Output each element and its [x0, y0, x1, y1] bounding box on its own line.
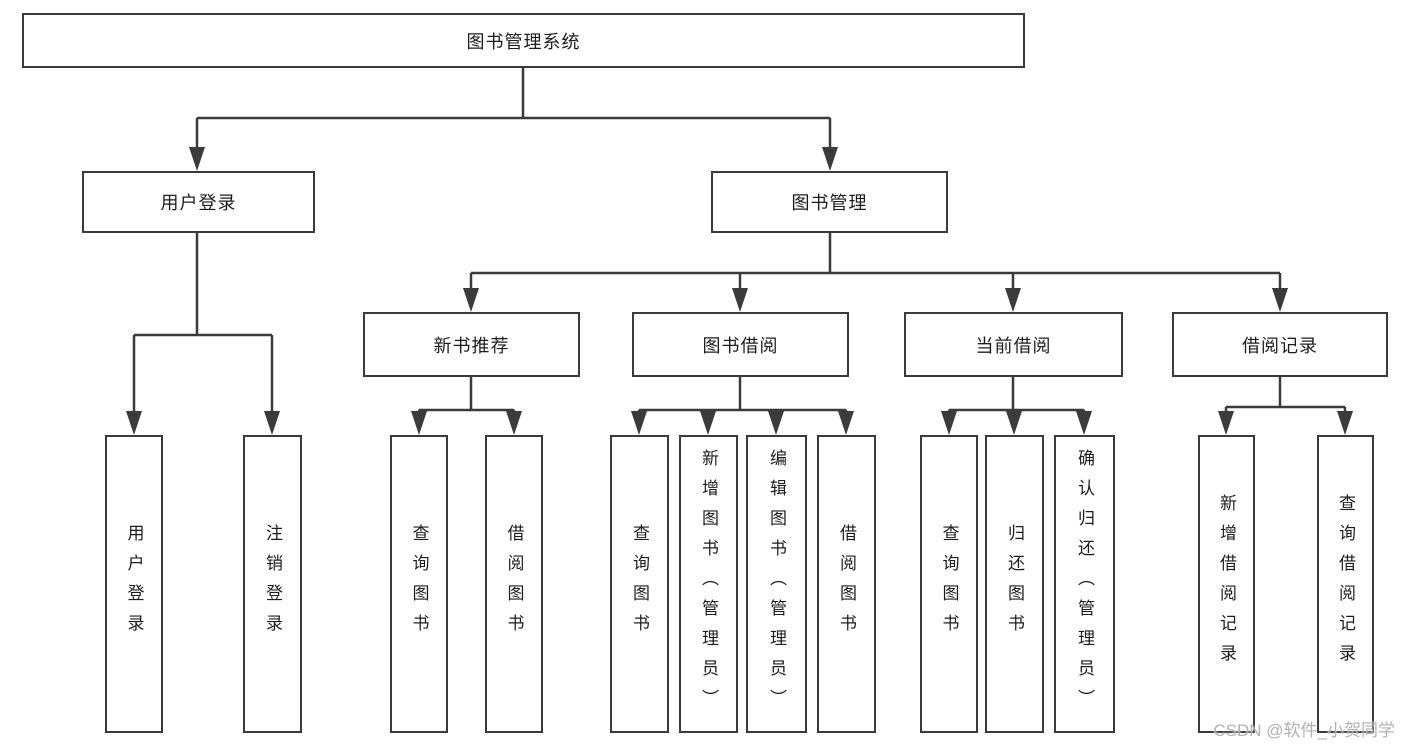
connector-mgmt-to-level3	[469, 233, 1282, 291]
node-leaf-query-books-current: 查询图书	[920, 435, 978, 733]
node-book-management: 图书管理	[711, 171, 948, 233]
node-leaf-edit-books-admin: 编辑图书（管理员）	[746, 435, 807, 733]
node-current-borrow-label: 当前借阅	[975, 335, 1052, 356]
connector-root-to-level2	[195, 68, 832, 150]
node-leaf-borrow-books-recommend-label: 借阅图书	[504, 524, 524, 644]
node-new-book-recommend-label: 新书推荐	[433, 335, 510, 356]
node-book-borrow: 图书借阅	[632, 312, 849, 377]
node-new-book-recommend: 新书推荐	[363, 312, 580, 377]
node-borrow-records: 借阅记录	[1172, 312, 1388, 377]
node-leaf-borrow-books-recommend: 借阅图书	[485, 435, 543, 733]
node-book-borrow-label: 图书借阅	[702, 335, 779, 356]
csdn-watermark: CSDN @软件_小贺同学	[1213, 721, 1395, 740]
connector-records-to-leaves	[1224, 377, 1347, 413]
connector-current-to-leaves	[947, 377, 1086, 413]
node-current-borrow: 当前借阅	[904, 312, 1123, 377]
node-leaf-query-books-borrow-label: 查询图书	[630, 524, 649, 644]
node-leaf-logout: 注销登录	[243, 435, 302, 733]
node-leaf-query-books-current-label: 查询图书	[939, 524, 959, 644]
node-leaf-user-login: 用户登录	[105, 435, 163, 733]
node-user-login-label: 用户登录	[160, 193, 237, 213]
node-leaf-confirm-return-admin: 确认归还（管理员）	[1054, 435, 1115, 733]
connector-borrow-to-leaves	[637, 377, 848, 413]
node-leaf-edit-books-admin-label: 编辑图书（管理员）	[767, 449, 786, 719]
node-leaf-logout-label: 注销登录	[263, 524, 282, 644]
node-leaf-user-login-label: 用户登录	[124, 524, 144, 644]
node-leaf-return-books-label: 归还图书	[1005, 524, 1024, 644]
node-leaf-confirm-return-admin-label: 确认归还（管理员）	[1075, 449, 1094, 719]
node-user-login: 用户登录	[82, 171, 315, 233]
connector-recommend-to-leaves	[417, 377, 516, 413]
node-root-label: 图书管理系统	[466, 31, 581, 52]
node-leaf-query-books-recommend: 查询图书	[390, 435, 448, 733]
node-leaf-borrow-books-label: 借阅图书	[837, 524, 856, 644]
node-leaf-query-books-recommend-label: 查询图书	[409, 524, 429, 644]
node-leaf-add-books-admin-label: 新增图书（管理员）	[699, 449, 718, 719]
arrowhead-icons	[126, 147, 1353, 435]
node-leaf-query-borrow-record-label: 查询借阅记录	[1336, 494, 1355, 674]
node-leaf-borrow-books: 借阅图书	[817, 435, 876, 733]
node-borrow-records-label: 借阅记录	[1242, 335, 1318, 356]
connector-login-to-leaves	[132, 233, 274, 413]
node-leaf-query-borrow-record: 查询借阅记录	[1317, 435, 1374, 733]
node-leaf-add-borrow-record: 新增借阅记录	[1198, 435, 1255, 733]
node-leaf-query-books-borrow: 查询图书	[610, 435, 669, 733]
node-leaf-add-books-admin: 新增图书（管理员）	[679, 435, 738, 733]
node-book-management-label: 图书管理	[791, 193, 868, 213]
node-leaf-add-borrow-record-label: 新增借阅记录	[1217, 494, 1236, 674]
node-leaf-return-books: 归还图书	[985, 435, 1044, 733]
node-root: 图书管理系统	[22, 13, 1025, 68]
